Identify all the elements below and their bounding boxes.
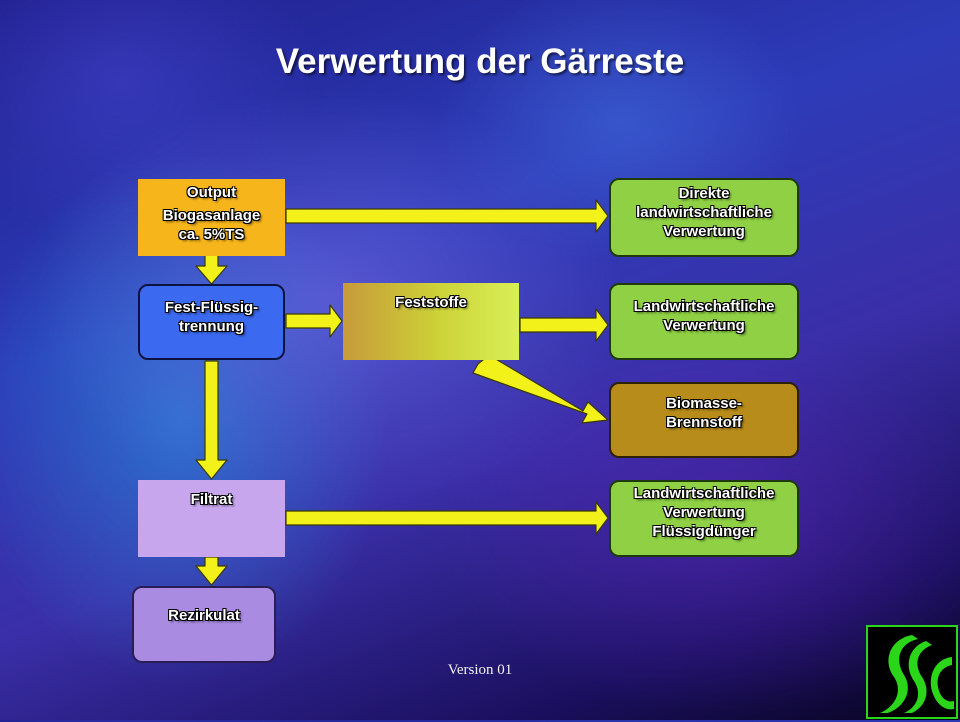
node-fluessigduenger-verwertung: Landwirtschaftliche Verwertung Flüssigdü… <box>609 480 799 557</box>
node-fest-fluessig-line-1: Fest-Flüssig- <box>164 299 259 316</box>
node-landw-line-2: Verwertung <box>663 317 745 334</box>
node-biomasse-line-2: Brennstoff <box>666 414 742 431</box>
arrow-trennung-to-filtrat <box>195 360 228 480</box>
arrow-output-to-direkte <box>285 199 609 233</box>
node-landw-line-1: Landwirtschaftliche <box>633 298 775 315</box>
node-direkte-line-3: Verwertung <box>663 223 745 240</box>
arrow-feststoffe-to-biomasse <box>472 354 609 424</box>
company-logo-icon <box>866 625 958 719</box>
footer-version: Version 01 <box>447 662 513 678</box>
node-fluessigduenger-line-1: Landwirtschaftliche <box>633 485 775 502</box>
node-rezirkulat-line-1: Rezirkulat <box>168 607 240 624</box>
node-feststoffe: Feststoffe <box>343 283 519 360</box>
node-feststoffe-line-1: Feststoffe <box>395 294 467 311</box>
node-fluessigduenger-line-2: Verwertung <box>663 504 745 521</box>
node-rezirkulat: Rezirkulat <box>132 586 276 663</box>
node-fluessigduenger-line-3: Flüssigdünger <box>652 523 756 540</box>
page-title: Verwertung der Gärreste <box>275 42 685 81</box>
arrow-feststoffe-to-landw <box>519 308 609 342</box>
node-biomasse-line-1: Biomasse- <box>666 395 742 412</box>
node-output-line-2: Biogasanlage <box>162 207 261 224</box>
node-direkte-line-1: Direkte <box>678 185 730 202</box>
node-output-line-3: ca. 5%TS <box>178 226 245 243</box>
node-fest-fluessig-trennung: Fest-Flüssig- trennung <box>138 284 285 360</box>
arrow-filtrat-to-rezirkulat <box>195 556 228 586</box>
node-output-line-1: Output <box>186 184 237 201</box>
node-direkte-line-2: landwirtschaftliche <box>636 204 772 221</box>
arrow-trennung-to-feststoffe <box>285 304 343 338</box>
node-direkte-verwertung: Direkte landwirtschaftliche Verwertung <box>609 178 799 257</box>
node-fest-fluessig-line-2: trennung <box>179 318 244 335</box>
node-filtrat-line-1: Filtrat <box>190 491 233 508</box>
node-filtrat: Filtrat <box>138 480 285 557</box>
node-output-biogasanlage: Output Biogasanlage ca. 5%TS <box>138 179 285 256</box>
arrow-output-to-trennung <box>195 254 228 285</box>
node-landwirtschaftliche-verwertung: Landwirtschaftliche Verwertung <box>609 283 799 360</box>
node-biomasse-brennstoff: Biomasse- Brennstoff <box>609 382 799 458</box>
arrow-filtrat-to-duenger <box>285 501 609 535</box>
